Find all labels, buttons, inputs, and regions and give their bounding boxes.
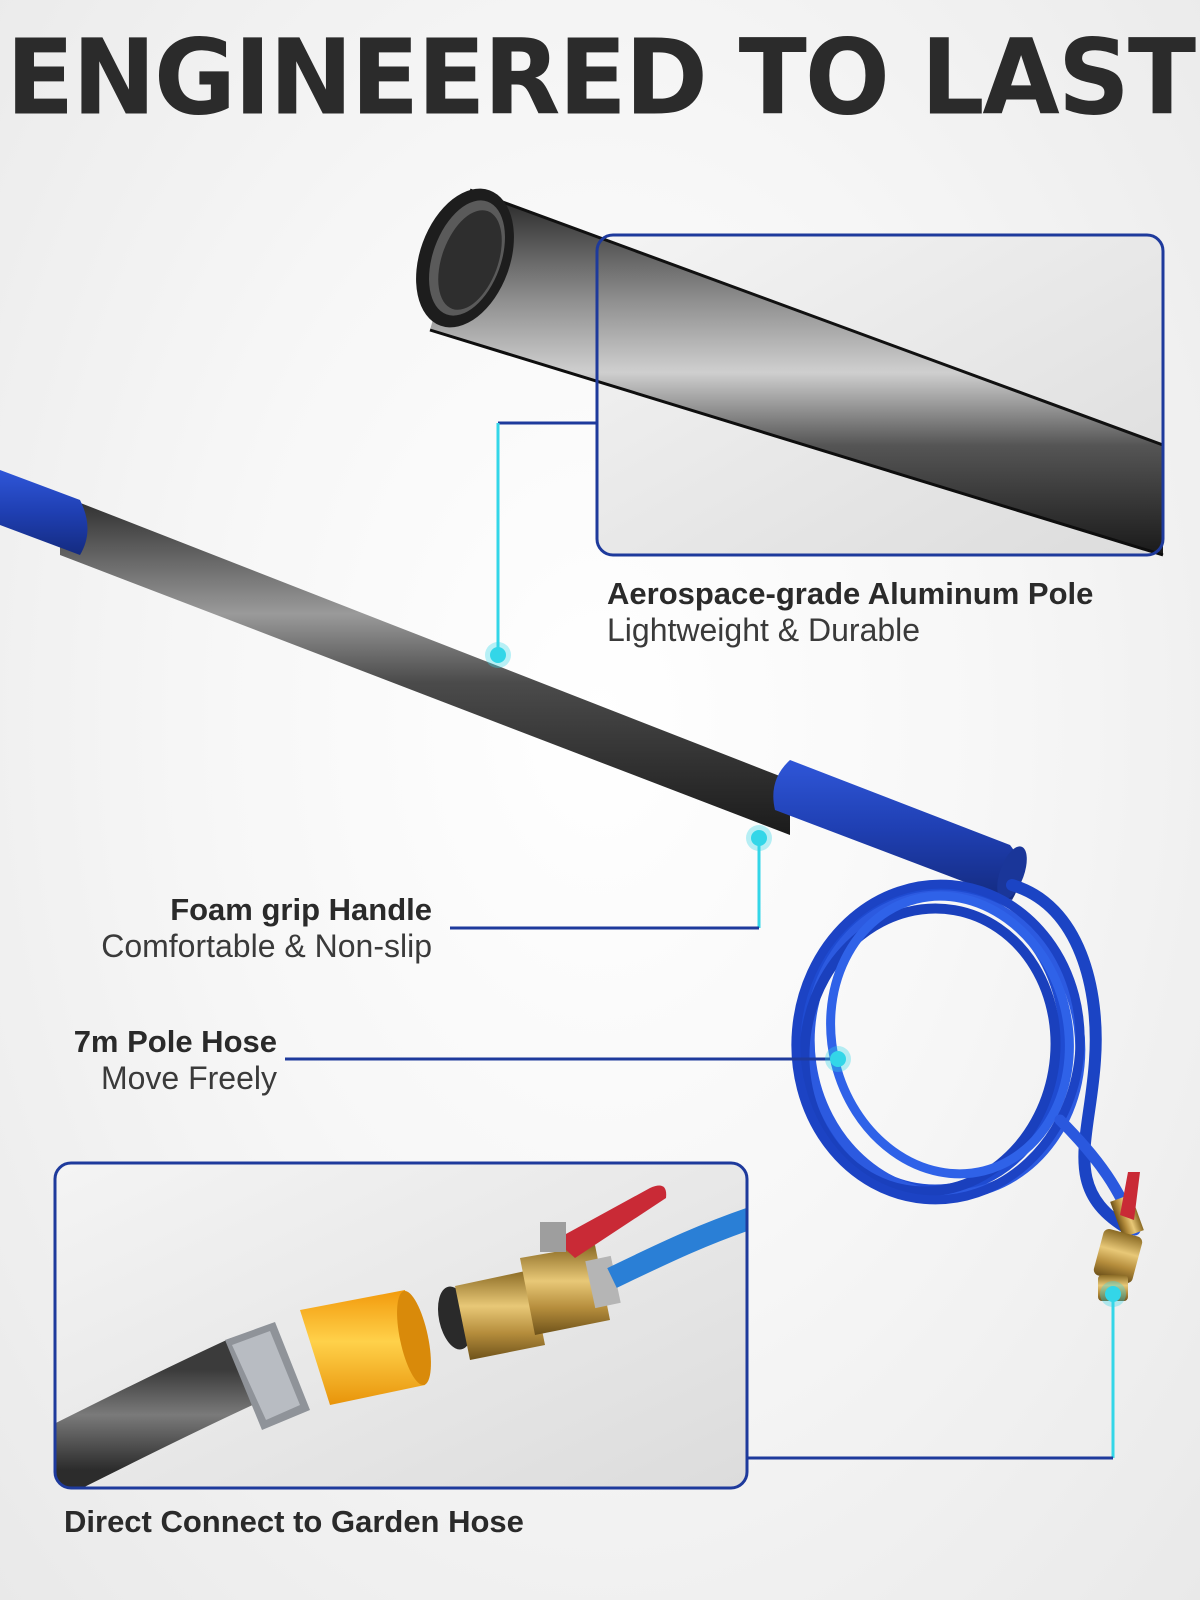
hose-feature-title: 7m Pole Hose: [73, 1024, 277, 1059]
hose-feature-label: 7m Pole Hose Move Freely: [74, 1024, 277, 1096]
page-title: ENGINEERED TO LAST: [5, 16, 1196, 139]
aluminum-tube-closeup: [416, 188, 1164, 557]
connector-panel-frame: [53, 1161, 749, 1490]
main-pole: [0, 470, 1027, 900]
foam-feature-subtitle: Comfortable & Non-slip: [101, 927, 432, 964]
connect-feature-title: Direct Connect to Garden Hose: [64, 1504, 524, 1539]
pole-feature-subtitle: Lightweight & Durable: [607, 611, 921, 648]
pole-closeup-frame: [595, 233, 1165, 557]
garden-hose-connector-panel: [55, 1163, 747, 1488]
foam-feature-title: Foam grip Handle: [170, 892, 432, 927]
connect-feature-label: Direct Connect to Garden Hose: [64, 1504, 524, 1540]
pole-feature-title: Aerospace-grade Aluminum Pole: [607, 576, 1094, 611]
hose-feature-subtitle: Move Freely: [100, 1059, 277, 1096]
callout-dots: [485, 642, 1126, 1307]
callout-lines: [285, 421, 1115, 1460]
pole-feature-label: Aerospace-grade Aluminum Pole Lightweigh…: [607, 576, 1093, 648]
foam-feature-label: Foam grip Handle Comfortable & Non-slip: [101, 892, 432, 964]
